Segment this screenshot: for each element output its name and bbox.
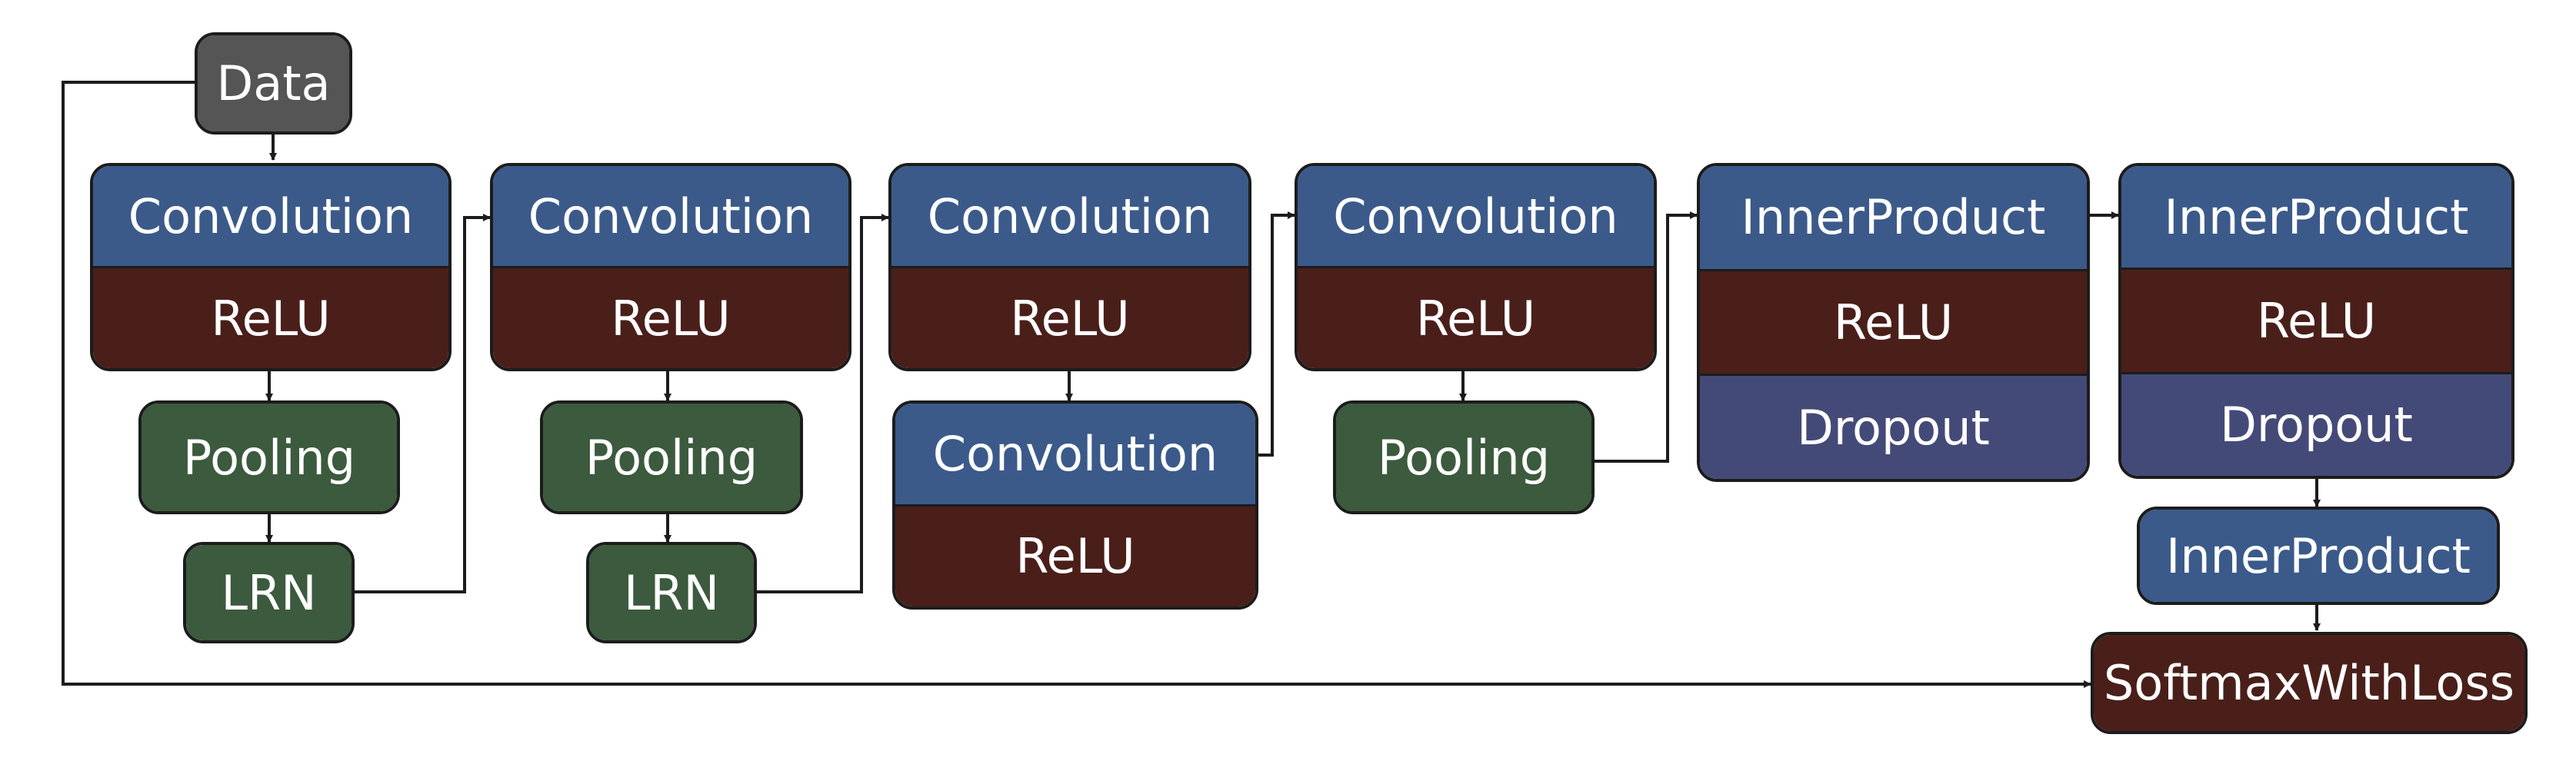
conv-relu-block-2: Convolution ReLU — [490, 163, 851, 371]
convolution-layer-5: Convolution — [1298, 166, 1654, 266]
conv-relu-block-5: Convolution ReLU — [1295, 163, 1657, 371]
edge-data-loss — [62, 81, 2091, 688]
lrn-label-1: LRN — [186, 545, 352, 640]
conv-relu-block-4: Convolution ReLU — [892, 400, 1258, 610]
conv-relu-block-3: Convolution ReLU — [888, 163, 1251, 371]
edge-block4-block5 — [1258, 211, 1295, 457]
convolution-layer-2: Convolution — [493, 166, 848, 266]
edge-lrn1-block2 — [355, 214, 491, 593]
conv-relu-block-1: Convolution ReLU — [90, 163, 452, 371]
data-label: Data — [198, 35, 349, 131]
relu-layer-6: ReLU — [1700, 268, 2087, 374]
pooling-node-2: Pooling — [540, 400, 803, 514]
relu-layer-2: ReLU — [493, 266, 848, 368]
dropout-layer-6: Dropout — [1700, 374, 2087, 479]
innerproduct-label-8: InnerProduct — [2140, 510, 2497, 602]
pooling-node-5: Pooling — [1333, 400, 1595, 514]
convolution-layer-3: Convolution — [891, 166, 1248, 266]
fc6-block: InnerProduct ReLU Dropout — [1697, 163, 2090, 482]
innerproduct-layer-7: InnerProduct — [2121, 166, 2511, 268]
pooling-label-2: Pooling — [543, 404, 800, 511]
convolution-layer-4: Convolution — [895, 404, 1255, 504]
pooling-node-1: Pooling — [138, 400, 400, 514]
innerproduct-layer-6: InnerProduct — [1700, 166, 2087, 269]
relu-layer-1: ReLU — [93, 266, 448, 368]
relu-layer-7: ReLU — [2121, 268, 2511, 372]
dropout-layer-7: Dropout — [2121, 371, 2511, 476]
fc7-block: InnerProduct ReLU Dropout — [2118, 163, 2514, 479]
relu-layer-3: ReLU — [891, 266, 1248, 368]
lrn-label-2: LRN — [589, 545, 754, 640]
pooling-label-1: Pooling — [142, 404, 397, 511]
edge-pool5-fc6 — [1592, 211, 1698, 463]
softmax-loss-node: SoftmaxWithLoss — [2091, 632, 2528, 734]
data-node: Data — [195, 32, 352, 135]
pooling-label-5: Pooling — [1336, 404, 1591, 511]
innerproduct-node-8: InnerProduct — [2137, 507, 2500, 605]
convolution-layer-1: Convolution — [93, 166, 448, 266]
relu-layer-5: ReLU — [1298, 266, 1654, 368]
edge-lrn2-block3 — [757, 214, 889, 593]
softmax-loss-label: SoftmaxWithLoss — [2094, 635, 2524, 731]
lrn-node-1: LRN — [183, 542, 355, 643]
relu-layer-4: ReLU — [895, 503, 1255, 606]
lrn-node-2: LRN — [586, 542, 757, 643]
